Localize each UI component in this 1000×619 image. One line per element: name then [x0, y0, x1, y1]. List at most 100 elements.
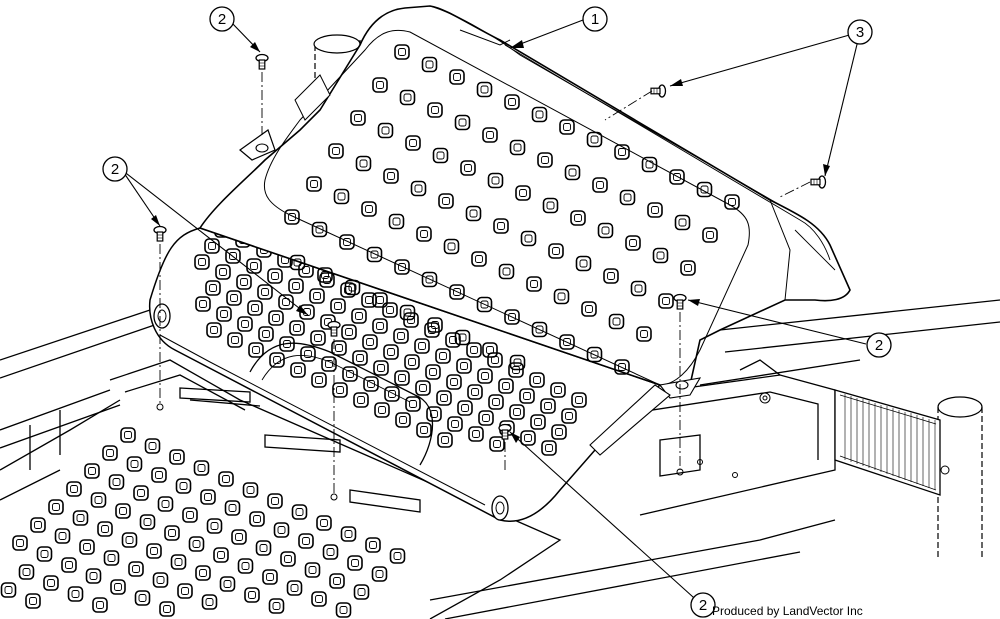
perforation-hole — [170, 554, 187, 570]
svg-text:2: 2 — [111, 161, 119, 178]
perforation-hole — [262, 569, 278, 585]
svg-text:1: 1 — [591, 11, 599, 28]
perforation-hole — [12, 535, 28, 551]
perforation-hole — [103, 550, 120, 566]
svg-text:2: 2 — [875, 337, 883, 354]
perforation-hole — [128, 561, 144, 577]
perforation-hole — [242, 482, 259, 498]
perforation-hole — [146, 543, 162, 559]
footer-credit: Produced by LandVector Inc — [712, 604, 863, 618]
perforation-hole — [110, 579, 126, 595]
base-frame — [0, 299, 1000, 619]
callout-balloon-2-left: 2 — [102, 156, 128, 182]
mount-holes — [156, 392, 771, 501]
perforation-hole — [48, 499, 64, 515]
perforation-hole — [72, 510, 89, 526]
perforation-hole — [365, 537, 381, 553]
perforation-hole — [30, 517, 46, 533]
perforation-hole — [152, 572, 169, 588]
perforation-hole — [193, 460, 210, 476]
right-post — [937, 396, 983, 560]
perforation-hole — [85, 568, 102, 584]
perforation-hole — [134, 590, 151, 606]
perforation-hole — [177, 583, 193, 599]
perforation-hole — [371, 566, 388, 582]
perforation-hole — [213, 547, 229, 563]
perforation-hole — [121, 532, 138, 548]
perforation-hole — [298, 533, 314, 549]
perforation-hole — [244, 587, 260, 603]
perforation-hole — [67, 586, 84, 602]
perforation-hole — [206, 518, 223, 534]
perforation-hole — [286, 580, 303, 596]
perforation-hole — [133, 485, 149, 501]
callout-balloon-1: 1 — [582, 6, 608, 32]
perforation-hole — [139, 514, 156, 530]
perforation-hole — [43, 575, 59, 591]
perforation-hole — [66, 481, 82, 497]
perforation-hole — [291, 504, 308, 520]
perforation-hole — [340, 526, 357, 542]
svg-text:2: 2 — [699, 597, 707, 614]
perforation-hole — [79, 539, 95, 555]
perforation-hole — [54, 528, 71, 544]
perforation-hole — [311, 591, 327, 607]
perforation-hole — [97, 521, 113, 537]
right-strap — [834, 389, 950, 496]
perforation-hole — [120, 427, 136, 443]
perforation-hole — [267, 493, 283, 509]
perforation-hole — [237, 558, 254, 574]
perforation-hole — [353, 584, 370, 600]
perforation-hole — [25, 593, 41, 609]
perforation-hole — [268, 598, 285, 614]
callout-balloon-2-right: 2 — [866, 332, 892, 358]
perforation-hole — [347, 555, 363, 571]
perforation-hole — [201, 594, 218, 610]
leader-arrowheads — [151, 40, 830, 443]
base-pan-holes — [0, 427, 406, 618]
perforation-hole — [219, 576, 236, 592]
perforation-hole — [157, 496, 174, 512]
perforation-hole — [335, 602, 352, 618]
perforation-hole — [151, 467, 167, 483]
perforation-hole — [249, 511, 265, 527]
perforation-hole — [322, 544, 339, 560]
perforation-hole — [175, 478, 192, 494]
perforation-hole — [389, 548, 406, 564]
perforation-hole — [115, 503, 131, 519]
perforation-hole — [126, 456, 143, 472]
perforation-hole — [255, 540, 272, 556]
callout-balloon-2-bottom: 2 — [690, 592, 716, 618]
perforation-hole — [102, 445, 118, 461]
perforation-hole — [280, 551, 296, 567]
perforation-hole — [144, 438, 161, 454]
perforation-hole — [231, 529, 247, 545]
perforation-hole — [164, 525, 180, 541]
screw-left — [153, 225, 167, 242]
perforation-hole — [36, 546, 53, 562]
perforation-hole — [218, 471, 234, 487]
perforation-hole — [92, 597, 108, 613]
svg-text:2: 2 — [218, 11, 226, 28]
perforation-hole — [200, 489, 216, 505]
perforation-hole — [169, 449, 185, 465]
perforation-hole — [224, 500, 241, 516]
perforation-hole — [108, 474, 125, 490]
perforation-hole — [182, 507, 198, 523]
assembly-center-lines — [159, 72, 811, 495]
perforation-hole — [273, 522, 290, 538]
perforation-hole — [195, 565, 211, 581]
perforation-hole — [316, 515, 332, 531]
perforation-hole — [84, 463, 100, 479]
perforation-hole — [329, 573, 345, 589]
svg-text:3: 3 — [856, 24, 864, 41]
perforation-hole — [0, 582, 17, 598]
screw-rear-bottom — [810, 175, 827, 189]
leader-lines — [121, 19, 867, 607]
perforation-hole — [304, 562, 321, 578]
perforation-hole — [188, 536, 205, 552]
perforation-hole — [61, 557, 77, 573]
screw-top-left — [255, 53, 269, 70]
perforation-hole — [159, 601, 175, 617]
